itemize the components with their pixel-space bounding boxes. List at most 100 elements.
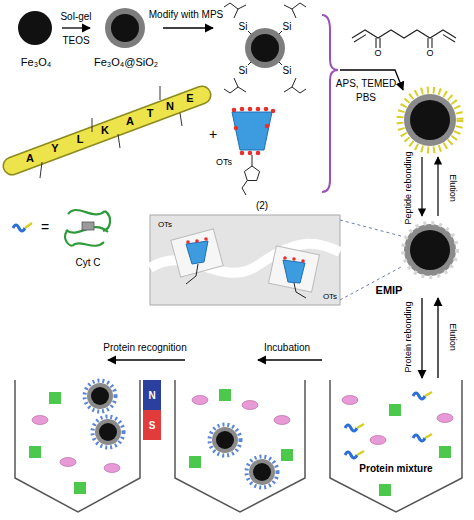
mps-particle-part-part [284,87,292,92]
inset-panel-part-part [292,257,296,261]
bisacrylamide-structure [352,30,456,48]
beaker-contents-part [379,484,391,496]
beaker-contents-part [210,425,241,456]
fe3o4-particle [18,11,52,45]
cytochrome-c-protein-part [68,210,105,214]
inset-panel-part-part [186,240,190,244]
rebonding-arrow [421,157,422,216]
mps-particle-part-part [279,62,282,65]
mps-particle [224,3,306,93]
bisacrylamide-structure-part [375,38,376,48]
beaker-contents-part [60,458,76,467]
annotation-label: Protein recognition [103,342,186,353]
cyclodextrin-monomer-part [232,112,272,150]
mps-particle-part-part [248,31,251,34]
mps-particle-part [245,28,285,68]
inset-panel [150,215,340,305]
beaker-contents-part [437,414,453,423]
annotation-label: Cyt C [76,257,101,268]
beaker-contents-part [281,449,293,461]
annotation-label: Incubation [264,342,310,353]
node-label: Si [239,21,248,32]
inset-panel-part [294,283,306,298]
imprinted-particle-part [404,94,456,146]
emip-particle-part [410,230,450,270]
annotation-label: Elution [447,174,457,202]
cytochrome-c-protein [65,210,110,246]
inset-panel-part [186,264,198,284]
mps-particle-part-part [292,78,306,93]
mps-particle-part-part [224,3,238,18]
cyclodextrin-monomer-part-part [256,107,261,112]
node-label: Fe₃O₄ [21,56,51,68]
emip-particle-part [403,223,457,277]
peptide-icon [13,223,32,231]
process-node: Fe₃O₄ [12,5,60,72]
peptide-ribbon-part-part [180,113,182,126]
recognition-arrow [108,359,185,360]
annotation-label: E [186,92,193,104]
beaker-contents-part [370,436,386,445]
edge-label: Sol-gel [60,11,91,22]
magnet-north [143,380,161,410]
cyclodextrin-monomer-part-part [240,151,245,156]
node-label: Protein mixture [359,463,432,474]
annotation-label: OTs [323,293,337,302]
cyclodextrin-monomer-part-part [248,107,253,112]
imprinted-particle-part [410,100,450,140]
inset-panel-part-part [283,256,287,260]
beaker-contents-part [389,404,401,416]
annotation-label: OTs [216,158,232,168]
mps-particle-part-part [224,78,238,93]
beaker-contents-part [104,464,120,473]
node-label: EMIP [376,284,403,296]
annotation-label: N [148,390,155,401]
cyclodextrin-monomer-part [244,166,259,181]
node-label: Si [283,65,292,76]
cyclodextrin-monomer-part-part [265,124,270,129]
bisacrylamide-structure-part [427,38,428,48]
connector-arrow [421,298,422,378]
peptide-ribbon [12,86,202,178]
peptide-ribbon-part-part [40,162,42,178]
annotation-label: T [147,107,154,119]
mps-particle-part-part [284,5,292,9]
cyclodextrin-monomer [232,107,276,195]
mps-particle-part-part [238,87,246,92]
connector-arrow [62,27,90,28]
cyclodextrin-monomer-part-part [240,107,245,112]
beaker-contents-part [439,446,451,458]
beaker-contents-part [93,417,124,448]
beaker-contents-part [274,416,290,425]
elution-arrow [437,157,438,216]
annotation-label: O [426,49,433,59]
mps-particle-part [224,3,306,93]
annotation-label: L [77,133,84,145]
node-label: Fe₃O₄@SiO₂ [94,56,158,68]
beaker-contents-part [345,424,364,431]
peptide-ribbon-part [12,95,202,166]
beaker-contents-part [32,416,48,425]
magnet-south [143,410,161,440]
cyclodextrin-monomer-part-part [264,107,269,112]
mps-particle-part-part [292,3,306,18]
connector-arrow [437,298,438,378]
zoom-line [340,266,403,300]
beaker-contents-part [74,482,86,494]
beaker-contents-part [189,456,201,468]
bisacrylamide-structure-part [379,38,380,48]
cyclodextrin-monomer-part-part [234,126,239,131]
annotation-label: Peptide rebonding [404,151,414,224]
annotation-label: TEOS [62,35,89,46]
silica-particle-part [111,14,139,42]
process-node: EMIP [372,220,462,296]
inset-panel-part-part [195,239,199,243]
process-node: Protein mixture [330,380,462,512]
beaker-contents-part [219,389,231,401]
cyclodextrin-monomer-part [242,181,247,196]
peptide-ribbon-part-part [118,134,120,148]
annotation-label: APS, TEMED [336,78,396,89]
bisacrylamide-structure-part [431,38,432,48]
cyclodextrin-monomer-part [232,107,276,156]
